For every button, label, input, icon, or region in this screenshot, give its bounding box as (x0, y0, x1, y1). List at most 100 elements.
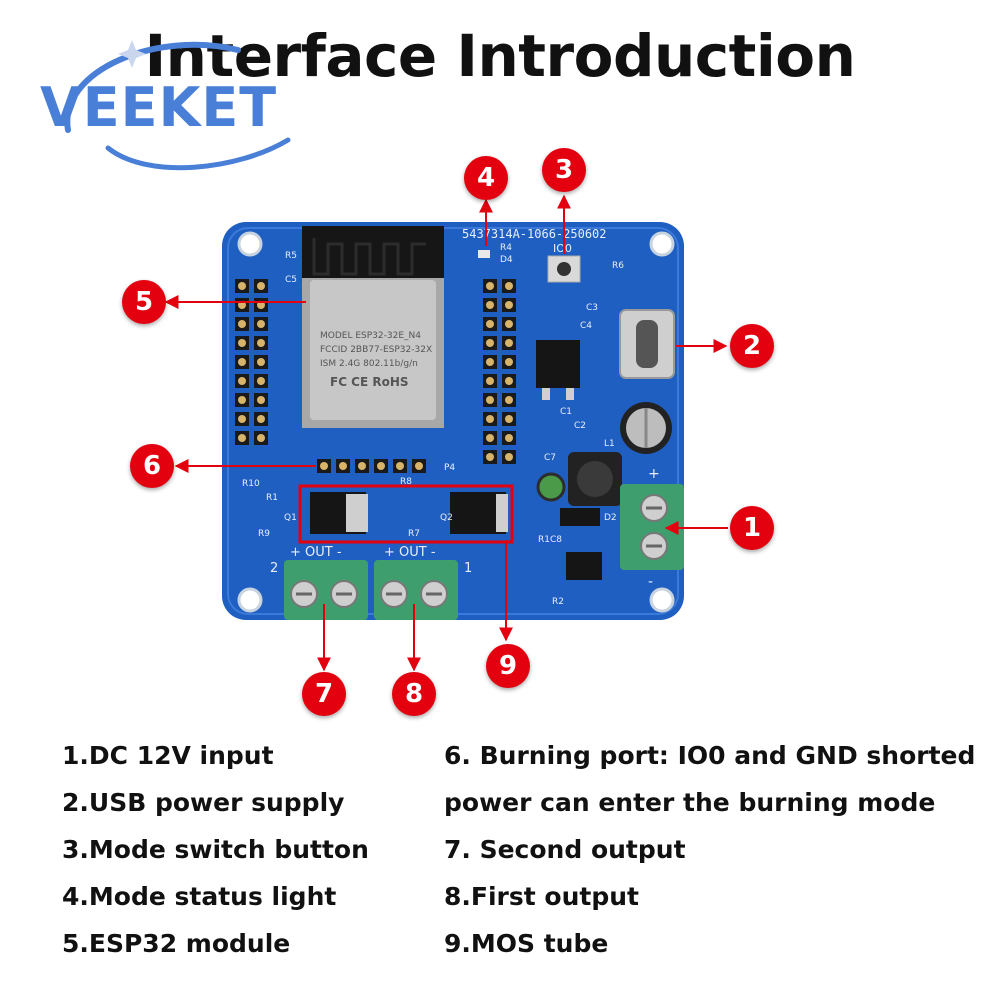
usb-c-port (619, 309, 675, 379)
legend-item-6-continued: power can enter the burning mode (444, 788, 936, 817)
svg-text:+ OUT -: + OUT - (384, 545, 436, 560)
svg-text:C7: C7 (544, 453, 556, 463)
board-diagram: MODEL ESP32-32E_N4 FCCID 2BB77-ESP32-32X… (164, 194, 728, 672)
header-pin-pad (257, 339, 265, 347)
svg-text:+ OUT -: + OUT - (290, 545, 342, 560)
header-pin-pad (238, 396, 246, 404)
svg-text:5437314A-1066-250602: 5437314A-1066-250602 (462, 227, 607, 241)
callout-9: 9 (486, 644, 530, 688)
legend: 1.DC 12V input 2.USB power supply 3.Mode… (62, 732, 982, 972)
header-pin-pad (486, 377, 494, 385)
legend-item-3: 3.Mode switch button (62, 835, 369, 864)
legend-item-9: 9.MOS tube (444, 929, 609, 958)
header-pin-pad (320, 462, 328, 470)
callout-8: 8 (392, 672, 436, 716)
header-pin-pad (486, 453, 494, 461)
legend-item-8: 8.First output (444, 882, 639, 911)
header-pin-pad (486, 339, 494, 347)
svg-text:R10: R10 (242, 479, 260, 489)
header-pin-pad (257, 358, 265, 366)
header-pin-pad (486, 358, 494, 366)
header-pin-pad (505, 377, 513, 385)
header-pin-pad (486, 301, 494, 309)
header-pin-pad (358, 462, 366, 470)
diode (560, 508, 600, 526)
svg-text:MODEL ESP32-32E_N4: MODEL ESP32-32E_N4 (320, 331, 421, 341)
header-pin-pad (238, 358, 246, 366)
svg-text:C3: C3 (586, 303, 598, 313)
dc-input-terminal (620, 484, 684, 570)
small-capacitor (536, 472, 566, 502)
svg-text:C1: C1 (560, 407, 572, 417)
header-pin-pad (257, 434, 265, 442)
svg-text:FCCID 2BB77-ESP32-32X: FCCID 2BB77-ESP32-32X (320, 345, 432, 355)
svg-text:R6: R6 (612, 261, 624, 271)
esp32-module: MODEL ESP32-32E_N4 FCCID 2BB77-ESP32-32X… (302, 226, 444, 428)
mounting-holes (237, 231, 675, 613)
header-pin-pad (505, 396, 513, 404)
legend-left-column: 1.DC 12V input 2.USB power supply 3.Mode… (62, 732, 422, 967)
logo-text: VEEKET (40, 76, 278, 139)
header-pin-pad (257, 377, 265, 385)
header-pin-pad (339, 462, 347, 470)
svg-text:R7: R7 (408, 529, 420, 539)
header-pin-pad (505, 453, 513, 461)
svg-text:ISM 2.4G 802.11b/g/n: ISM 2.4G 802.11b/g/n (320, 359, 418, 369)
header-pin-pad (505, 320, 513, 328)
output-terminal-2 (284, 560, 368, 620)
svg-text:C2: C2 (574, 421, 586, 431)
callout-2: 2 (730, 324, 774, 368)
svg-text:R1: R1 (266, 493, 278, 503)
right-pin-header (483, 279, 516, 464)
header-pin-pad (505, 415, 513, 423)
header-pin-pad (257, 415, 265, 423)
svg-text:C4: C4 (580, 321, 592, 331)
header-pin-pad (486, 320, 494, 328)
svg-text:Q1: Q1 (284, 513, 297, 523)
driver-chip (566, 552, 602, 580)
header-pin-pad (505, 301, 513, 309)
svg-text:C5: C5 (285, 275, 297, 285)
header-pin-pad (238, 377, 246, 385)
legend-right-column: 6. Burning port: IO0 and GND shorted pow… (444, 732, 984, 967)
svg-text:+: + (648, 466, 660, 482)
callout-6: 6 (130, 444, 174, 488)
header-pin-pad (257, 282, 265, 290)
status-led (478, 250, 490, 258)
header-pin-pad (415, 462, 423, 470)
header-pin-pad (505, 339, 513, 347)
header-pin-pad (396, 462, 404, 470)
callout-4: 4 (464, 156, 508, 200)
header-pin-pad (238, 282, 246, 290)
voltage-regulator (536, 340, 580, 400)
header-pin-pad (238, 434, 246, 442)
output-terminal-1 (374, 560, 458, 620)
header-pin-pad (486, 434, 494, 442)
electrolytic-capacitor (620, 402, 672, 454)
left-pin-header (235, 279, 268, 445)
page-title: Interface Introduction (144, 22, 856, 90)
svg-text:FC CE RoHS: FC CE RoHS (330, 375, 409, 389)
legend-item-2: 2.USB power supply (62, 788, 345, 817)
callout-7: 7 (302, 672, 346, 716)
header-pin-pad (238, 339, 246, 347)
callout-5: 5 (122, 280, 166, 324)
svg-text:R4: R4 (500, 243, 512, 253)
legend-item-7: 7. Second output (444, 835, 686, 864)
svg-text:-: - (648, 574, 653, 590)
header-pin-pad (238, 320, 246, 328)
svg-text:IO0: IO0 (553, 242, 572, 255)
header-pin-pad (238, 415, 246, 423)
legend-item-5: 5.ESP32 module (62, 929, 291, 958)
svg-text:R5: R5 (285, 251, 297, 261)
svg-text:P4: P4 (444, 463, 455, 473)
header-pin-pad (505, 358, 513, 366)
svg-text:R1C8: R1C8 (538, 535, 562, 545)
legend-item-4: 4.Mode status light (62, 882, 337, 911)
svg-text:Q2: Q2 (440, 513, 453, 523)
header-pin-pad (486, 415, 494, 423)
header-pin-pad (257, 396, 265, 404)
inductor (568, 452, 622, 506)
legend-item-6: 6. Burning port: IO0 and GND shorted (444, 741, 976, 770)
header-pin-pad (505, 282, 513, 290)
